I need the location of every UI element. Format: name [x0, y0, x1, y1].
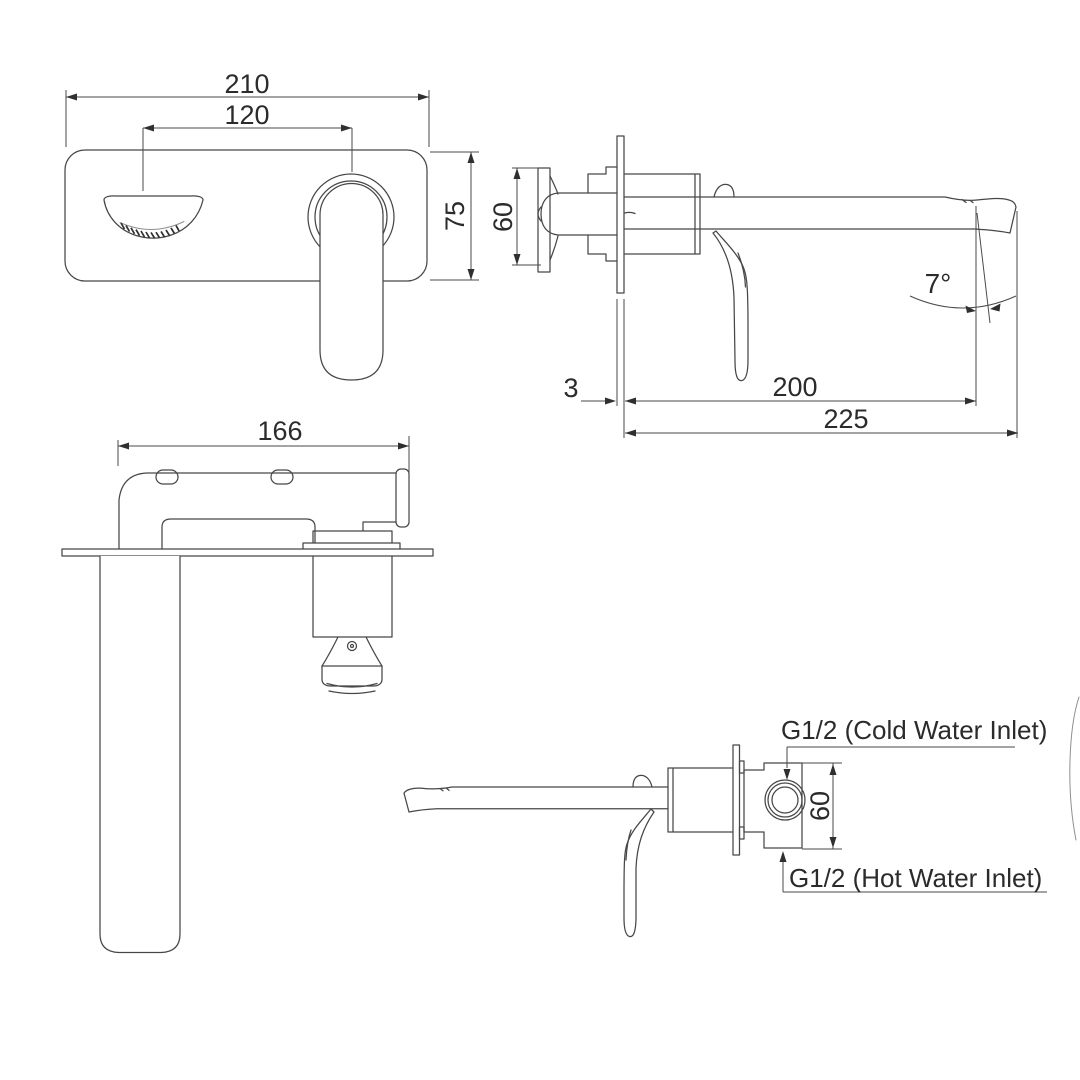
- arrow-angle-left: [965, 305, 976, 313]
- hot-inlet-label: G1/2 (Hot Water Inlet): [789, 863, 1042, 893]
- dim-75-lines: [430, 151, 479, 281]
- arrow-left: [143, 124, 154, 132]
- hot-leader: [782, 862, 1047, 893]
- wall-plate-back: [732, 744, 741, 856]
- spout-plan: [99, 555, 181, 954]
- arrow-up: [779, 851, 787, 862]
- angle-reference-lines: [909, 212, 1017, 324]
- dim-plate-thickness-and-reach: 3 200: [563, 372, 976, 405]
- dim-60-lines: [512, 167, 541, 266]
- arrow-left: [66, 93, 77, 101]
- dim-60-inlet-label: 60: [805, 791, 835, 821]
- arrow-right: [418, 93, 429, 101]
- dim-rough-in-depth: 60: [488, 167, 541, 266]
- dim-body-length: 166: [117, 416, 410, 523]
- hot-inlet-callout: G1/2 (Hot Water Inlet): [779, 851, 1047, 893]
- cartridge-cap: [321, 665, 383, 695]
- inlet-body-block: [743, 762, 803, 849]
- arrow-left: [118, 442, 129, 450]
- dim-210-label: 210: [224, 69, 269, 99]
- extension-lines: [616, 206, 1018, 438]
- dim-225-label: 225: [823, 404, 868, 434]
- aerator-hatch: [120, 222, 180, 239]
- body-outline-top: [118, 472, 397, 550]
- arrow-left: [625, 429, 636, 437]
- inlet-port-mid: [767, 782, 803, 818]
- arrow-down: [467, 269, 475, 280]
- arrow-right: [341, 124, 352, 132]
- dim-60-label: 60: [488, 202, 518, 232]
- dim-200-label: 200: [772, 372, 817, 402]
- handle-base-step: [302, 521, 401, 550]
- cartridge-flare: [321, 636, 383, 667]
- wall-plate-edge: [616, 135, 625, 294]
- lever-accent-back: [625, 829, 632, 861]
- arrow-up: [829, 764, 837, 775]
- valve-body-plan: [312, 555, 393, 638]
- dim-center-spacing: 120: [142, 100, 353, 191]
- cold-inlet-callout: G1/2 (Cold Water Inlet): [781, 715, 1047, 780]
- side-view: 60 3 200 225 7°: [488, 135, 1018, 438]
- valve-steps: [587, 166, 618, 262]
- arrow-up: [467, 152, 475, 163]
- dim-60-inlet-lines: [800, 762, 842, 850]
- dim-120-lines: [142, 127, 353, 191]
- front-view: 210 120 75: [64, 69, 479, 381]
- dim-overall-width: 210: [65, 69, 430, 147]
- body-shoulders: [549, 175, 559, 261]
- dim-overall-reach: 225: [625, 404, 1018, 437]
- fixing-slot-right: [270, 469, 294, 485]
- arrow-right: [605, 397, 616, 405]
- spout-side: [623, 196, 1017, 234]
- arrow-left: [625, 397, 636, 405]
- body-inner-block: [161, 518, 316, 550]
- spout-end-cap: [395, 468, 410, 528]
- bowl-inner-arc: [119, 221, 185, 230]
- dim-spout-angle: 7°: [909, 212, 1017, 324]
- spout-connection-view: [403, 786, 669, 813]
- handle-lever-side: [712, 230, 749, 382]
- plate-edge-plan: [61, 548, 434, 557]
- arrow-down: [513, 254, 521, 265]
- arrow-right: [398, 442, 409, 450]
- fixing-slot-left: [155, 469, 179, 485]
- dim-plate-height: 75: [430, 151, 479, 281]
- lever-thumb-tab: [713, 183, 735, 198]
- edge-artifact-arc: [1069, 696, 1080, 841]
- handle-lever-back: [623, 808, 655, 938]
- arrow-up: [513, 168, 521, 179]
- inlet-port-inner: [771, 786, 799, 814]
- handle-lever-front: [319, 182, 384, 381]
- plate-step-bottom: [738, 826, 745, 840]
- arrow-down: [829, 837, 837, 848]
- lever-thumb-tab-back: [632, 774, 653, 788]
- plan-view: 166: [61, 416, 434, 954]
- mounting-bracket: [537, 167, 551, 273]
- connections-view: G1/2 (Cold Water Inlet) G1/2 (Hot Water …: [403, 715, 1047, 938]
- cartridge-screw: [346, 640, 358, 652]
- dim-inlet-spacing: 60: [800, 762, 842, 850]
- escutcheon-back: [667, 767, 733, 833]
- arrow-right: [965, 397, 976, 405]
- dim-210-lines: [65, 90, 430, 147]
- lever-accent-line: [737, 252, 747, 288]
- dim-3-label: 3: [563, 373, 578, 403]
- dim-166-lines: [117, 436, 410, 523]
- dim-120-label: 120: [224, 100, 269, 130]
- arrow-angle-right: [990, 303, 1001, 312]
- dim-75-label: 75: [440, 201, 470, 231]
- cold-leader: [786, 746, 1015, 768]
- spout-outlet-bowl: [103, 195, 204, 239]
- plate-step-top: [738, 760, 745, 774]
- arrow-down: [783, 769, 791, 780]
- cold-inlet-label: G1/2 (Cold Water Inlet): [781, 715, 1047, 745]
- cartridge-screw-center: [349, 643, 355, 649]
- arrow-right: [1007, 429, 1018, 437]
- inlet-port-outer: [764, 779, 806, 821]
- dim-166-label: 166: [257, 416, 302, 446]
- escutcheon-box: [623, 173, 701, 255]
- dim-7deg-label: 7°: [925, 268, 952, 299]
